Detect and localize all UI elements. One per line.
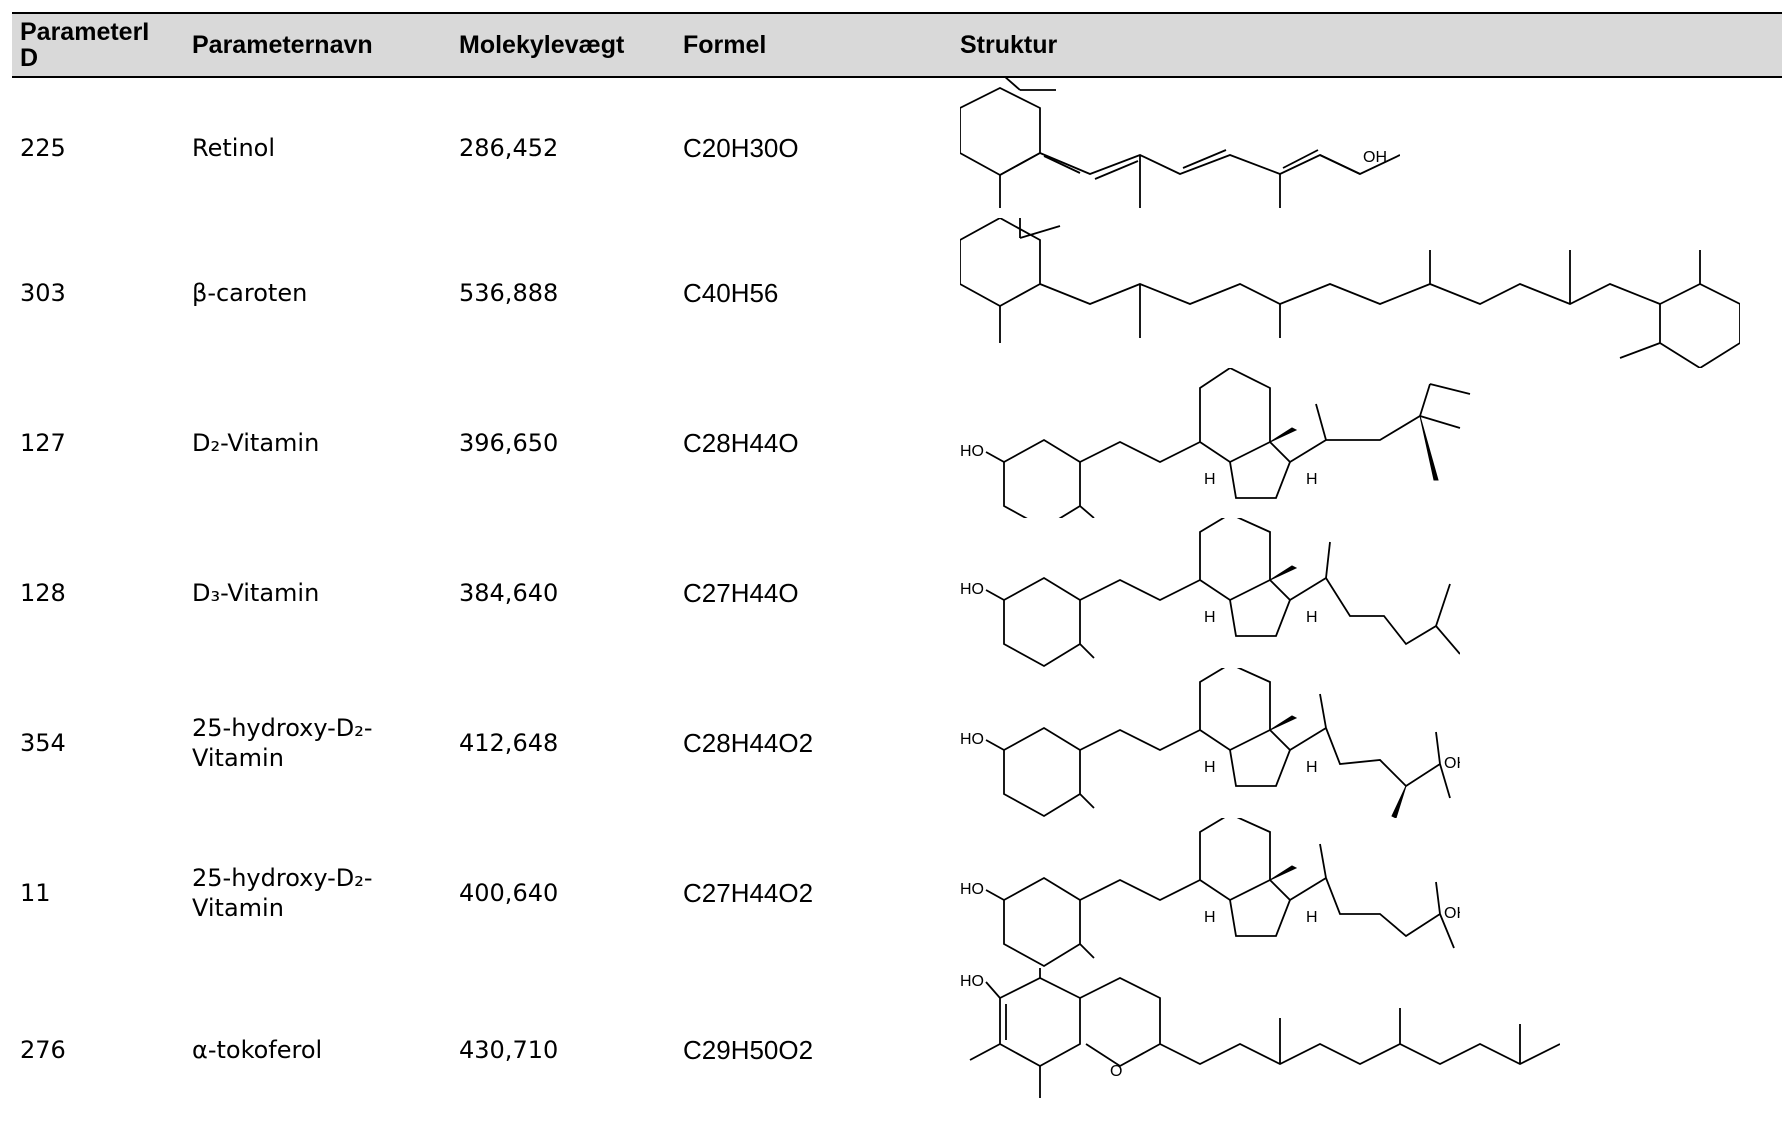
structure-label: H xyxy=(1306,759,1318,776)
parameter-id: 127 xyxy=(20,429,66,457)
table-row: 11 25-hydroxy-D₂-Vitamin 400,640 C27H44O… xyxy=(12,818,1782,968)
molecular-weight: 400,640 xyxy=(459,879,559,907)
formula: C28H44O xyxy=(683,428,799,458)
molecular-weight: 384,640 xyxy=(459,579,559,607)
table-row: 303 β-caroten 536,888 C40H56 xyxy=(12,218,1782,368)
formula: C29H50O2 xyxy=(683,1034,814,1065)
parameter-id: 303 xyxy=(20,279,66,307)
parameter-name: D₃-Vitamin xyxy=(192,579,320,607)
parameter-name: β-caroten xyxy=(192,279,308,307)
structure-label: H xyxy=(1204,609,1216,626)
table-top-rule xyxy=(12,12,1782,14)
structure-label: HO xyxy=(960,731,984,748)
molecular-weight: 536,888 xyxy=(459,279,559,307)
formula: C27H44O xyxy=(683,578,799,608)
d2-vitamin-structure: HO H H xyxy=(960,368,1471,518)
formula: C40H56 xyxy=(683,278,779,308)
molecular-weight: 412,648 xyxy=(459,729,559,757)
table-row: 127 D₂-Vitamin 396,650 C28H44O HO H H xyxy=(12,368,1782,518)
parameter-name: D₂-Vitamin xyxy=(192,429,320,457)
molecular-weight: 286,452 xyxy=(459,134,559,162)
header-molecular-weight: Molekylevægt xyxy=(459,31,625,59)
structure-label: H xyxy=(1204,471,1216,488)
table-row: 225 Retinol 286,452 C20H30O OH xyxy=(12,78,1782,218)
molecular-weight: 396,650 xyxy=(459,429,559,457)
table-row: 128 D₃-Vitamin 384,640 C27H44O HO H H xyxy=(12,518,1782,668)
parameter-id: 354 xyxy=(20,729,66,757)
molecular-weight: 430,710 xyxy=(459,1035,559,1064)
structure-label: HO xyxy=(960,881,984,898)
structure-label: HO xyxy=(960,973,984,990)
formula: C28H44O2 xyxy=(683,728,814,758)
structure-label: H xyxy=(1306,909,1318,926)
parameter-id: 225 xyxy=(20,134,66,162)
table-header-row: ParameterID Parameternavn Molekylevægt F… xyxy=(12,14,1782,78)
structure-label: OH xyxy=(1444,755,1460,772)
formula: C27H44O2 xyxy=(683,878,814,908)
header-parameter-name: Parameternavn xyxy=(192,31,373,59)
parameter-name: α-tokoferol xyxy=(192,1035,323,1064)
parameter-id: 11 xyxy=(20,879,51,907)
structure-label: OH xyxy=(1363,149,1387,166)
parameter-name: 25-hydroxy-D₂-Vitamin xyxy=(192,714,373,772)
structure-label: HO xyxy=(960,443,984,460)
parameter-id: 128 xyxy=(20,579,66,607)
parameter-id: 276 xyxy=(20,1035,66,1064)
parameter-name: Retinol xyxy=(192,134,276,162)
alpha-tocopherol-structure: HO O xyxy=(960,968,1560,1098)
structure-label: H xyxy=(1204,759,1216,776)
hydroxy-d3-vitamin-structure: HO OH H H xyxy=(960,818,1460,968)
header-parameter-id: ParameterID xyxy=(20,18,150,72)
structure-label: H xyxy=(1306,471,1318,488)
structure-label: HO xyxy=(960,581,984,598)
parameter-name: 25-hydroxy-D₂-Vitamin xyxy=(192,864,373,922)
structure-label: OH xyxy=(1444,905,1460,922)
beta-carotene-structure xyxy=(960,218,1740,368)
formula: C20H30O xyxy=(683,133,799,163)
structure-label: H xyxy=(1204,909,1216,926)
d3-vitamin-structure: HO H H xyxy=(960,518,1460,668)
header-structure: Struktur xyxy=(960,31,1058,59)
structure-label: O xyxy=(1110,1063,1122,1080)
table-row: 354 25-hydroxy-D₂-Vitamin 412,648 C28H44… xyxy=(12,668,1782,818)
retinol-structure: OH xyxy=(960,78,1400,208)
structure-label: H xyxy=(1306,609,1318,626)
header-formula: Formel xyxy=(683,31,767,59)
hydroxy-d2-vitamin-structure: HO OH H H xyxy=(960,668,1460,818)
table-row: 276 α-tokoferol 430,710 C29H50O2 HO O xyxy=(12,968,1782,1131)
